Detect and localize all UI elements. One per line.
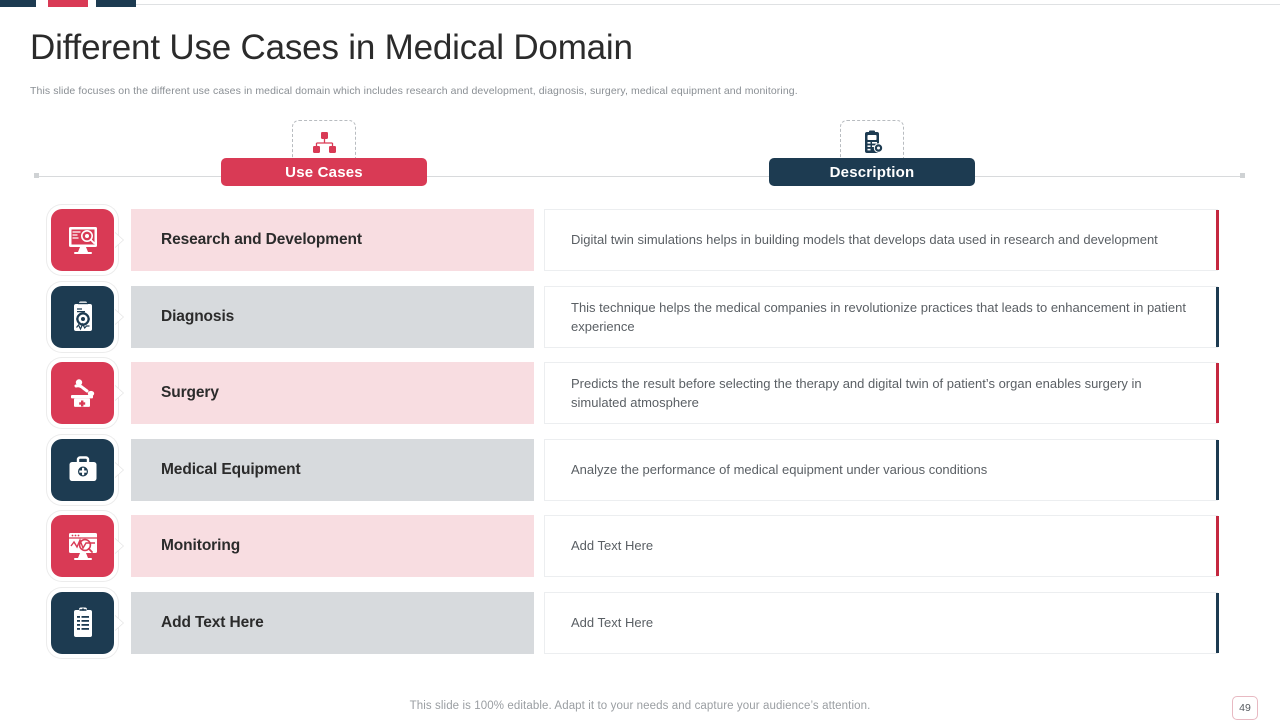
table-row: Surgery Predicts the result before selec… (0, 362, 1280, 424)
row-connector-notch (114, 462, 123, 478)
hierarchy-icon (311, 131, 337, 155)
topbar-segment-red (48, 0, 88, 7)
row-icon-tile[interactable] (51, 592, 114, 654)
description-card[interactable]: This technique helps the medical compani… (544, 286, 1218, 348)
use-case-label[interactable]: Research and Development (131, 209, 534, 271)
use-case-label[interactable]: Monitoring (131, 515, 534, 577)
use-case-label[interactable]: Add Text Here (131, 592, 534, 654)
clipboard-lines-icon (67, 606, 99, 640)
topbar-segment-navy-1 (0, 0, 36, 7)
monitoring-window-icon (66, 530, 100, 562)
axis-end-dot-right (1240, 173, 1245, 178)
table-row: Research and Development Digital twin si… (0, 209, 1280, 271)
medical-bag-icon (66, 455, 100, 485)
description-card[interactable]: Digital twin simulations helps in buildi… (544, 209, 1218, 271)
description-card[interactable]: Add Text Here (544, 592, 1218, 654)
axis-end-dot-left (34, 173, 39, 178)
row-connector-notch (114, 538, 123, 554)
top-decoration-bar (0, 0, 1280, 8)
description-accent-bar (1216, 363, 1219, 423)
description-card[interactable]: Add Text Here (544, 515, 1218, 577)
description-accent-bar (1216, 440, 1219, 500)
page-subtitle: This slide focuses on the different use … (30, 85, 798, 97)
use-cases-pill-label: Use Cases (221, 158, 427, 186)
row-icon-tile[interactable] (51, 209, 114, 271)
footer-note: This slide is 100% editable. Adapt it to… (409, 700, 871, 712)
use-case-label[interactable]: Medical Equipment (131, 439, 534, 501)
clipboard-settings-icon (860, 130, 884, 156)
row-icon-tile[interactable] (51, 362, 114, 424)
table-row: Medical Equipment Analyze the performanc… (0, 439, 1280, 501)
monitor-research-icon (66, 224, 100, 256)
row-connector-notch (114, 385, 123, 401)
row-connector-notch (114, 615, 123, 631)
page-number-badge: 49 (1232, 696, 1258, 720)
table-row: Monitoring Add Text Here (0, 515, 1280, 577)
description-accent-bar (1216, 210, 1219, 270)
row-icon-tile[interactable] (51, 515, 114, 577)
description-accent-bar (1216, 287, 1219, 347)
surgery-table-icon (66, 377, 100, 409)
description-pill-label: Description (769, 158, 975, 186)
topbar-segment-navy-2 (96, 0, 136, 7)
description-accent-bar (1216, 516, 1219, 576)
row-connector-notch (114, 232, 123, 248)
clipboard-diagnosis-icon (67, 300, 99, 334)
description-accent-bar (1216, 593, 1219, 653)
header-axis-line (36, 176, 1244, 177)
topbar-rule (136, 4, 1280, 5)
use-case-label[interactable]: Surgery (131, 362, 534, 424)
row-icon-tile[interactable] (51, 286, 114, 348)
description-card[interactable]: Analyze the performance of medical equip… (544, 439, 1218, 501)
table-row: Add Text Here Add Text Here (0, 592, 1280, 654)
table-row: Diagnosis This technique helps the medic… (0, 286, 1280, 348)
use-case-label[interactable]: Diagnosis (131, 286, 534, 348)
page-title: Different Use Cases in Medical Domain (30, 28, 633, 67)
row-connector-notch (114, 309, 123, 325)
description-card[interactable]: Predicts the result before selecting the… (544, 362, 1218, 424)
row-icon-tile[interactable] (51, 439, 114, 501)
